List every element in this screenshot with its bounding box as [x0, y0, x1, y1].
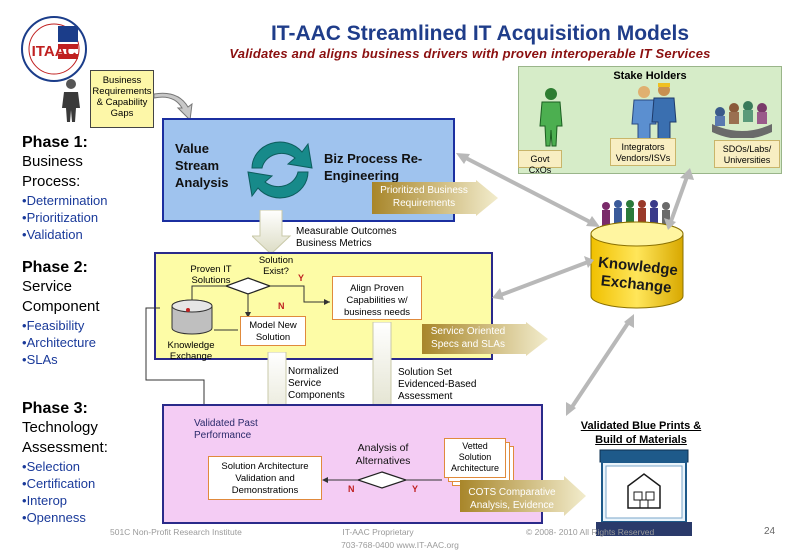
list-item: Architecture	[22, 334, 157, 351]
phase-1-line: Business	[22, 153, 83, 170]
person-icon	[62, 79, 80, 122]
yes-label-2: Y	[412, 484, 419, 494]
yes-label: Y	[298, 273, 305, 283]
phase-2-flow-lines	[171, 277, 330, 335]
phase-3-line: Assessment:	[22, 439, 108, 456]
phase-3-title: Phase 3:	[22, 400, 88, 417]
analysis-label: Analysis of Alternatives	[355, 442, 411, 467]
itaac-logo: ITAAC	[21, 16, 87, 82]
phase-2-description: Phase 2: Service Component Feasibility A…	[22, 259, 157, 368]
page-subtitle: Validates and aligns business drivers wi…	[229, 46, 711, 61]
normalized-components-label: Normalized Service Components	[288, 366, 345, 401]
footer-left: 501C Non-Profit Research Institute	[110, 527, 242, 537]
phase-1-list: Determination Prioritization Validation	[22, 192, 157, 243]
solution-set-label: Solution Set Evidenced-Based Assessment	[398, 367, 477, 402]
govt-person-icon	[539, 88, 563, 147]
down-arrow-shape	[252, 210, 292, 254]
phase-1-title: Phase 1:	[22, 134, 88, 151]
page-title: IT-AAC Streamlined IT Acquisition Models	[270, 22, 690, 45]
page-number: 24	[764, 526, 776, 537]
no-label: N	[278, 301, 285, 311]
list-item: SLAs	[22, 351, 157, 368]
validated-past-label: Validated Past Performance	[194, 418, 258, 441]
knowledge-exchange-db-label: Knowledge Exchange	[167, 340, 215, 362]
vetted-architecture-box: Vetted Solution Architecture	[444, 438, 506, 478]
curved-arrow-icon	[153, 92, 193, 122]
solution-architecture-text: Solution Architecture Validation and Dem…	[221, 461, 309, 496]
prioritized-arrow-shape	[372, 180, 498, 216]
list-item: Prioritization	[22, 209, 157, 226]
blueprint-icon	[596, 449, 692, 536]
sdo-group-icon	[712, 101, 772, 138]
business-requirements-note: Business Requirements & Capability Gaps	[90, 70, 154, 128]
vetted-architecture-text: Vetted Solution Architecture	[450, 441, 500, 473]
phase-2-line: Service	[22, 278, 73, 295]
footer-right: © 2008- 2010 All Rights Reserved	[526, 527, 655, 537]
list-item: Certification	[22, 475, 157, 492]
logo-text: ITAAC	[32, 43, 77, 60]
list-item: Interop	[22, 492, 157, 509]
business-note-text: Business Requirements & Capability Gaps	[92, 75, 152, 119]
phase-2-line: Component	[22, 298, 100, 315]
solution-architecture-box: Solution Architecture Validation and Dem…	[208, 456, 322, 500]
model-new-solution-box: Model New Solution	[240, 316, 306, 346]
knowledge-exchange-hub-icon	[590, 200, 684, 309]
prioritized-arrow-label: Prioritized Business Requirements	[380, 185, 468, 209]
cots-arrow-label: COTS Comparative Analysis, Evidence	[468, 487, 556, 511]
phase-3-list: Selection Certification Interop Openness	[22, 458, 157, 526]
phase-1-line: Process:	[22, 173, 81, 190]
biz-process-label: Biz Process Re-Engineering	[324, 151, 423, 183]
blueprints-label: Validated Blue Prints & Build of Materia…	[580, 420, 702, 446]
cycle-arrows-icon	[247, 141, 313, 199]
phase-2-title: Phase 2:	[22, 259, 88, 276]
proven-it-solutions-label: Proven IT Solutions	[190, 264, 232, 286]
service-oriented-arrow-label: Service Oriented Specs and SLAs	[430, 326, 506, 350]
phase-3-description: Phase 3: Technology Assessment: Selectio…	[22, 400, 157, 526]
sdos-label: SDOs/Labs/ Universities	[714, 140, 780, 168]
solution-exist-label: Solution Exist?	[258, 255, 294, 277]
connector-arrows	[456, 153, 694, 416]
phase-2-list: Feasibility Architecture SLAs	[22, 317, 157, 368]
list-item: Openness	[22, 509, 157, 526]
list-item: Determination	[22, 192, 157, 209]
list-item: Feasibility	[22, 317, 157, 334]
phase-3-flow-lines	[322, 471, 442, 489]
govt-cxos-label: Govt CxOs	[518, 150, 562, 175]
integrators-people-icon	[631, 83, 677, 141]
service-oriented-arrow-shape	[422, 322, 548, 356]
measurable-outcomes-label: Measurable Outcomes Business Metrics	[296, 226, 397, 249]
value-stream-label: Value Stream Analysis	[175, 141, 229, 190]
footer-center-1: IT-AAC Proprietary	[342, 527, 414, 537]
model-new-solution-text: Model New Solution	[249, 320, 297, 343]
align-capabilities-text: Align Proven Capabilities w/ business ne…	[343, 283, 411, 318]
phase-3-line: Technology	[22, 419, 98, 436]
list-item: Selection	[22, 458, 157, 475]
align-capabilities-box: Align Proven Capabilities w/ business ne…	[332, 276, 422, 320]
phase-1-description: Phase 1: Business Process: Determination…	[22, 134, 157, 243]
footer-center-2: 703-768-0400 www.IT-AAC.org	[341, 540, 459, 550]
stakeholders-title: Stake Holders	[613, 70, 687, 82]
integrators-label: Integrators Vendors/ISVs	[610, 138, 676, 166]
no-label-2: N	[348, 484, 355, 494]
list-item: Validation	[22, 226, 157, 243]
cots-arrow-shape	[460, 476, 586, 516]
